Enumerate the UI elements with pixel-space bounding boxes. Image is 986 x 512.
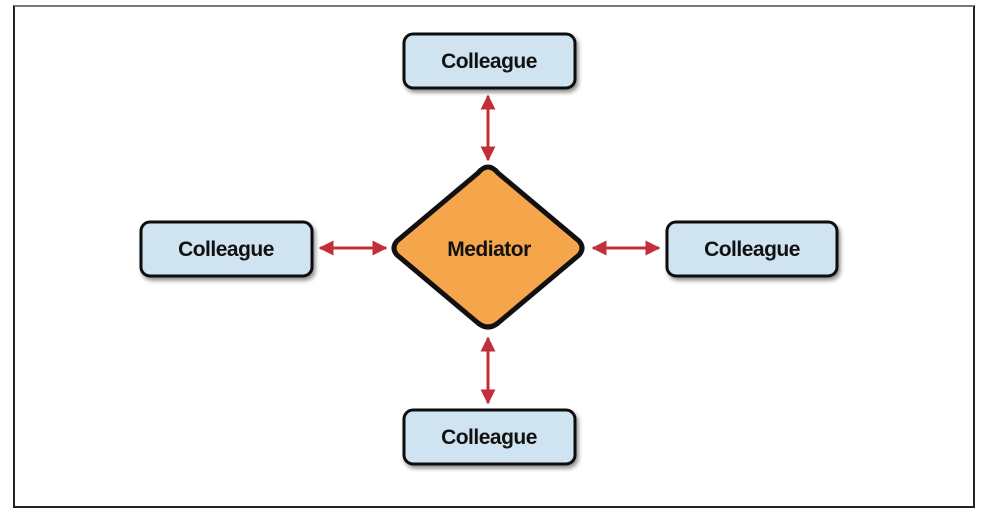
connectors (318, 94, 661, 405)
colleague-node-bottom[interactable] (402, 408, 577, 466)
colleague-label-bottom: Colleague (441, 426, 537, 449)
colleague-node-left[interactable] (139, 220, 314, 278)
colleague-label-right: Colleague (704, 238, 800, 261)
colleague-node-right[interactable] (665, 220, 839, 278)
colleague-label-left: Colleague (178, 238, 274, 261)
mediator-label: Mediator (447, 238, 531, 261)
colleague-node-top[interactable] (402, 32, 577, 90)
mediator-node[interactable] (391, 164, 585, 330)
colleague-label-top: Colleague (441, 50, 537, 73)
